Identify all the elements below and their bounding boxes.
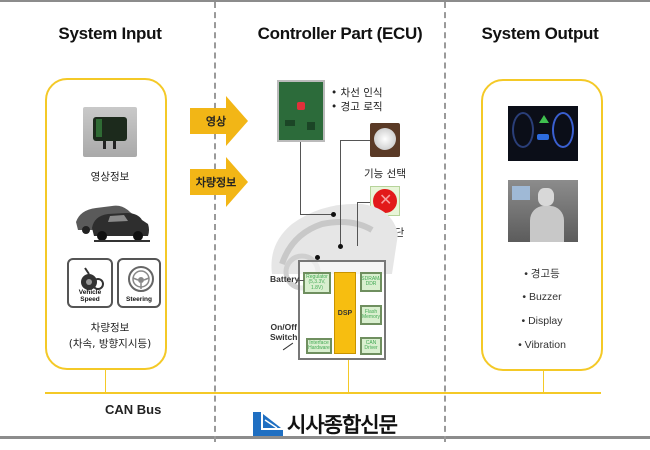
bottom-border xyxy=(0,436,650,439)
car-display-icon xyxy=(537,134,549,140)
title-system-input: System Input xyxy=(58,24,162,43)
camera-info-label: 영상정보 xyxy=(90,171,130,183)
feature-warning-logic: • 경고 로직 xyxy=(331,101,383,113)
newspaper-logo-icon xyxy=(253,412,283,436)
wire-knob-h xyxy=(340,140,370,141)
ground-line xyxy=(94,240,150,242)
vehicle-speed-card: Vehicle Speed xyxy=(67,258,113,308)
instrument-cluster-image xyxy=(508,106,578,161)
driver-head xyxy=(538,188,554,206)
on-off-switch-label: On/Off Switch xyxy=(270,322,298,342)
title-system-output: System Output xyxy=(481,24,599,43)
fault-x-icon: ✕ xyxy=(379,192,393,209)
steering-wheel-icon xyxy=(128,266,154,292)
driver-seat-image xyxy=(508,180,578,242)
car-wheel xyxy=(97,231,107,241)
gauge-right xyxy=(552,112,574,148)
sdram-block: SDRAM/ DDR xyxy=(360,272,382,292)
vehicle-info-label: 차량정보 xyxy=(90,322,130,334)
lane-arrow-icon xyxy=(539,115,549,123)
arrow-video-label: 영상 xyxy=(205,115,227,128)
car-contour xyxy=(279,219,374,266)
camera-module-pin xyxy=(103,141,106,149)
ecu-board-image xyxy=(277,80,325,142)
camera-module-pin xyxy=(113,141,116,149)
can-driver-block: CAN Driver xyxy=(360,337,382,355)
output-display: • Display xyxy=(521,315,563,327)
title-controller-part: Controller Part (ECU) xyxy=(257,24,423,43)
speedometer-wheel-icon xyxy=(81,267,104,290)
gauge-left xyxy=(512,112,534,148)
steering-card: Steering xyxy=(117,258,161,308)
can-bus-tap-output xyxy=(543,371,544,392)
function-select-label: 기능 선택 xyxy=(364,168,406,180)
wire-fault-h xyxy=(357,202,370,203)
output-vibration: • Vibration xyxy=(518,339,566,351)
vehicle-speed-label: Vehicle Speed xyxy=(78,289,102,303)
arrow-vehicle-info-label: 차량정보 xyxy=(195,176,237,189)
divider-left xyxy=(214,2,216,442)
wire-board-h xyxy=(300,214,333,215)
regulator-block: Regulator (5,3.3V, 1.8V) xyxy=(303,272,331,294)
dsp-block: DSP xyxy=(334,272,356,354)
battery-label: Battery xyxy=(270,274,300,284)
driver-body xyxy=(530,206,564,242)
camera-module-board xyxy=(96,119,102,137)
battery-wire xyxy=(296,280,304,281)
arrow-video: 영상 xyxy=(190,96,250,146)
top-border xyxy=(0,0,650,2)
camera-module-image xyxy=(83,107,137,157)
can-bus-label: CAN Bus xyxy=(105,402,162,417)
can-bus-tap-ecu xyxy=(348,360,349,392)
feature-lane-detection: • 차선 인식 xyxy=(331,87,383,99)
output-buzzer: • Buzzer xyxy=(522,291,562,303)
board-component xyxy=(285,120,295,126)
function-select-image xyxy=(370,123,400,157)
wire-knob xyxy=(340,140,341,246)
flash-memory-block: Flash Memory xyxy=(360,305,382,325)
arrow-vehicle-info: 차량정보 xyxy=(190,157,250,207)
divider-right xyxy=(444,2,446,442)
interface-hardware-block: Interface Hardware xyxy=(306,338,332,354)
switch-icon xyxy=(282,342,294,351)
junction-dot xyxy=(315,255,320,260)
wire-board xyxy=(300,142,301,214)
vehicles-image xyxy=(76,205,150,242)
output-warning-lamp: • 경고등 xyxy=(524,268,560,280)
knob-icon xyxy=(374,128,396,150)
car-wheel xyxy=(82,226,90,234)
board-chip xyxy=(297,102,305,110)
board-component xyxy=(307,122,315,130)
watermark-text: 시사종합신문 xyxy=(287,413,398,437)
car-front-body xyxy=(92,213,149,236)
car-window xyxy=(108,215,128,222)
junction-dot xyxy=(338,244,343,249)
wire-fault xyxy=(357,202,358,246)
car-wheel xyxy=(133,231,143,241)
junction-dot xyxy=(331,212,336,217)
can-bus-tap-input xyxy=(105,370,106,392)
vehicle-info-detail: (차속, 방향지시등) xyxy=(68,338,152,350)
can-bus-line xyxy=(45,392,601,394)
steering-label: Steering xyxy=(125,296,152,303)
window-view xyxy=(512,186,530,200)
